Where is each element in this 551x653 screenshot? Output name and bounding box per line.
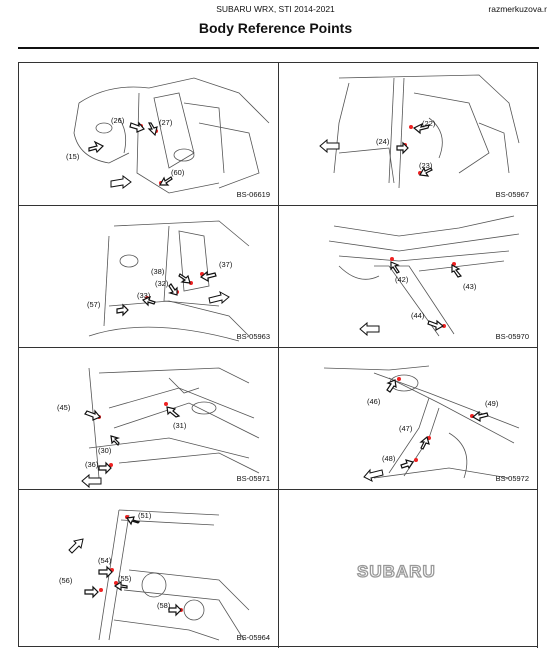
ref-label: (37) xyxy=(219,260,233,269)
page-header: SUBARU WRX, STI 2014-2021 razmerkuzova.r xyxy=(0,4,551,18)
ref-label: (22) xyxy=(422,119,436,128)
ref-label: (30) xyxy=(98,446,112,455)
panel-wheelhouse: (46) (49) (47) (48) BS-05972 xyxy=(279,348,538,490)
direction-arrow-icon xyxy=(359,321,380,337)
panel-rocker-floor: (45) (31) (30) (36) BS-05971 xyxy=(19,348,279,490)
drawing-code: BS-06619 xyxy=(236,190,270,199)
panel-front-rail: (42) (43) (44) BS-05970 xyxy=(279,206,538,348)
ref-label: (32) xyxy=(155,279,169,288)
ref-label: (56) xyxy=(59,576,73,585)
page-title: Body Reference Points xyxy=(198,20,353,36)
ref-label: (51) xyxy=(138,511,152,520)
ref-label: (36) xyxy=(85,460,99,469)
panel-rear-quarter: (15) (26) (27) (60) BS-06619 xyxy=(19,63,279,206)
diagram-front-pillar: (51) (54) (55) (56) (58) xyxy=(59,509,250,641)
drawing-code: BS-05970 xyxy=(495,332,529,341)
panel-logo: SUBARU xyxy=(279,490,538,648)
ref-label: (38) xyxy=(151,267,165,276)
ref-label: (55) xyxy=(118,574,132,583)
drawing-code: BS-05972 xyxy=(495,474,529,483)
direction-arrow-icon xyxy=(81,473,102,489)
diagram-grid: (15) (26) (27) (60) BS-06619 xyxy=(18,62,538,648)
drawing-code: BS-05967 xyxy=(495,190,529,199)
ref-label: (49) xyxy=(485,399,499,408)
header-rule xyxy=(18,47,539,49)
drawing-code: BS-05963 xyxy=(236,332,270,341)
panel-floor-rear: (37) (38) (32) (33) (57) BS-05963 xyxy=(19,206,279,348)
ref-label: (31) xyxy=(173,421,187,430)
direction-arrow-icon xyxy=(68,538,84,554)
diagram-rocker-floor: (45) (31) (30) (36) xyxy=(57,367,260,489)
ref-label: (42) xyxy=(395,275,409,284)
ref-label: (58) xyxy=(157,601,171,610)
ref-label: (54) xyxy=(98,556,112,565)
drawing-code: BS-05964 xyxy=(236,633,270,642)
ref-label: (26) xyxy=(111,116,125,125)
ref-label: (43) xyxy=(463,282,477,291)
ref-label: (48) xyxy=(382,454,396,463)
ref-label: (23) xyxy=(419,161,433,170)
diagram-front-rail: (42) (43) (44) xyxy=(328,215,520,337)
ref-label: (44) xyxy=(411,311,425,320)
ref-label: (57) xyxy=(87,300,101,309)
direction-arrow-icon xyxy=(208,290,230,305)
ref-label: (47) xyxy=(399,424,413,433)
ref-label: (24) xyxy=(376,137,390,146)
direction-arrow-icon xyxy=(110,175,132,189)
diagram-rear-quarter: (15) (26) (27) (60) xyxy=(66,77,270,194)
direction-arrow-icon xyxy=(363,468,384,482)
diagram-floor-rear: (37) (38) (32) (33) (57) xyxy=(87,220,250,342)
ref-label: (15) xyxy=(66,152,80,161)
vehicle-model: SUBARU WRX, STI 2014-2021 xyxy=(216,4,335,14)
subaru-logo: SUBARU xyxy=(356,561,436,581)
ref-label: (60) xyxy=(171,168,185,177)
diagram-wheelhouse: (46) (49) (47) (48) xyxy=(323,365,520,482)
diagram-center-pillar: (22) (24) (23) xyxy=(319,74,520,189)
ref-label: (45) xyxy=(57,403,71,412)
direction-arrow-icon xyxy=(319,138,340,154)
ref-label: (33) xyxy=(137,291,151,300)
panel-center-pillar: (22) (24) (23) BS-05967 xyxy=(279,63,538,206)
ref-label: (27) xyxy=(159,118,173,127)
ref-label: (46) xyxy=(367,397,381,406)
drawing-code: BS-05971 xyxy=(236,474,270,483)
site-watermark: razmerkuzova.r xyxy=(488,4,547,14)
panel-front-pillar: (51) (54) (55) (56) (58) BS-05964 xyxy=(19,490,279,648)
